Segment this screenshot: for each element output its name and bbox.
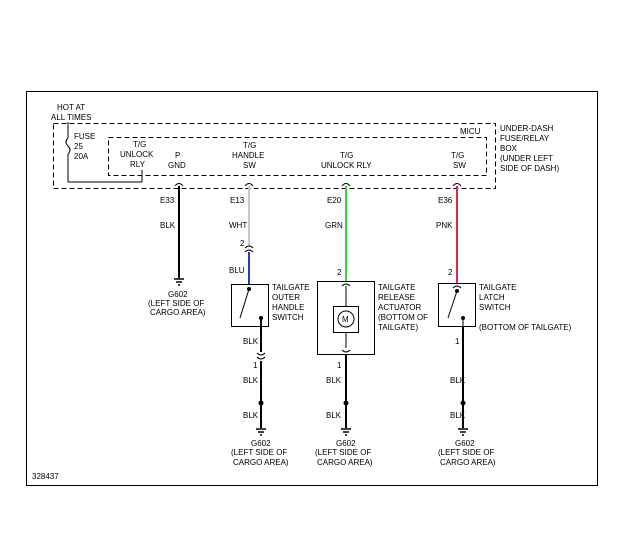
underdash-box-outline — [53, 123, 496, 189]
fuse-label-1: FUSE — [74, 132, 95, 141]
ground3-loc-2: CARGO AREA) — [317, 458, 373, 467]
connector2-bottom: 1 — [253, 361, 258, 370]
ground-symbol-3 — [341, 428, 351, 436]
outer-frame — [26, 91, 598, 486]
actuator-label-4: (BOTTOM OF — [378, 313, 428, 322]
wire2-out-3: BLK — [243, 411, 259, 420]
latch-switch-label-4: (BOTTOM OF TAILGATE) — [479, 323, 572, 332]
handle-switch-label-1: TAILGATE — [272, 283, 310, 292]
ground1-loc-2: CARGO AREA) — [150, 308, 206, 317]
latch-switch-label-1: TAILGATE — [479, 283, 517, 292]
unlock-rly-label-3: RLY — [130, 160, 146, 169]
ground1-loc-1: (LEFT SIDE OF — [148, 299, 204, 308]
pin3-label-2: UNLOCK RLY — [321, 161, 372, 170]
figure-id: 328437 — [32, 472, 59, 481]
wire3-out: BLK — [326, 376, 342, 385]
hot-label-1: HOT AT — [57, 103, 85, 112]
handle-switch-symbol — [231, 284, 269, 327]
ground1-label: G602 — [168, 290, 188, 299]
latch-switch-label-2: LATCH — [479, 293, 505, 302]
terminal-e33: E33 — [160, 196, 175, 205]
connector3-top: 2 — [337, 268, 342, 277]
ground3-loc-1: (LEFT SIDE OF — [315, 448, 371, 457]
ground3-label: G602 — [336, 439, 356, 448]
wire2-color: WHT — [229, 221, 247, 230]
actuator-label-5: TAILGATE) — [378, 323, 418, 332]
actuator-label-2: RELEASE — [378, 293, 415, 302]
pin1-terminal — [174, 183, 184, 187]
pin1-label-2: GND — [168, 161, 186, 170]
pin2-label-3: SW — [243, 161, 256, 170]
motor-label: M — [342, 315, 349, 324]
connector3-bottom: 1 — [337, 361, 342, 370]
wire4-out-2: BLK — [450, 411, 466, 420]
connector4-top: 2 — [448, 268, 453, 277]
connector4-bottom: 1 — [455, 337, 460, 346]
handle-switch-label-4: SWITCH — [272, 313, 304, 322]
ground-symbol-4 — [458, 428, 468, 436]
actuator-label-3: ACTUATOR — [378, 303, 421, 312]
micu-label: MICU — [460, 127, 481, 136]
terminal-e20: E20 — [327, 196, 342, 205]
actuator-label-1: TAILGATE — [378, 283, 416, 292]
terminal-e36: E36 — [438, 196, 453, 205]
ground-symbol-2 — [256, 428, 266, 436]
terminal-e13: E13 — [230, 196, 245, 205]
wire4-color: PNK — [436, 221, 453, 230]
pin2-terminal — [244, 183, 254, 187]
handle-switch-label-3: HANDLE — [272, 303, 304, 312]
ground2-loc-2: CARGO AREA) — [233, 458, 289, 467]
handle-switch-label-2: OUTER — [272, 293, 300, 302]
wire3-color: GRN — [325, 221, 343, 230]
pin3-label-1: T/G — [340, 151, 353, 160]
latch-switch-symbol — [438, 283, 476, 327]
box-name-1: UNDER-DASH — [500, 124, 554, 133]
wire4-out: BLK — [450, 376, 466, 385]
wire2-out-2: BLK — [243, 376, 259, 385]
connector2-top: 2 — [240, 239, 245, 248]
pin3-terminal — [341, 183, 351, 187]
box-name-2: FUSE/RELAY — [500, 134, 550, 143]
unlock-rly-label-2: UNLOCK — [120, 150, 154, 159]
connector2-top-symbol — [244, 245, 254, 253]
ground2-label: G602 — [251, 439, 271, 448]
ground-symbol-1 — [174, 278, 184, 286]
fuse-label-3: 20A — [74, 152, 89, 161]
box-loc-2: SIDE OF DASH) — [500, 164, 559, 173]
pin2-label-1: T/G — [243, 141, 256, 150]
wire2-out: BLK — [243, 337, 259, 346]
pin4-label-2: SW — [453, 161, 466, 170]
box-name-3: BOX — [500, 144, 518, 153]
wire2-color-2: BLU — [229, 266, 245, 275]
pin2-label-2: HANDLE — [232, 151, 264, 160]
fuse-label-2: 25 — [74, 142, 83, 151]
ground4-loc-1: (LEFT SIDE OF — [438, 448, 494, 457]
ground4-label: G602 — [455, 439, 475, 448]
fuse-symbol — [65, 137, 71, 155]
ground2-loc-1: (LEFT SIDE OF — [231, 448, 287, 457]
pin4-label-1: T/G — [451, 151, 464, 160]
wire3-out-2: BLK — [326, 411, 342, 420]
micu-outline — [108, 137, 487, 176]
pin4-terminal — [452, 183, 462, 187]
hot-label-2: ALL TIMES — [51, 113, 91, 122]
wire1-color: BLK — [160, 221, 176, 230]
unlock-rly-label-1: T/G — [133, 140, 146, 149]
box-loc-1: (UNDER LEFT — [500, 154, 553, 163]
pin1-label-1: P — [175, 151, 180, 160]
ground4-loc-2: CARGO AREA) — [440, 458, 496, 467]
connector2-bottom-symbol — [256, 352, 266, 360]
latch-switch-label-3: SWITCH — [479, 303, 511, 312]
